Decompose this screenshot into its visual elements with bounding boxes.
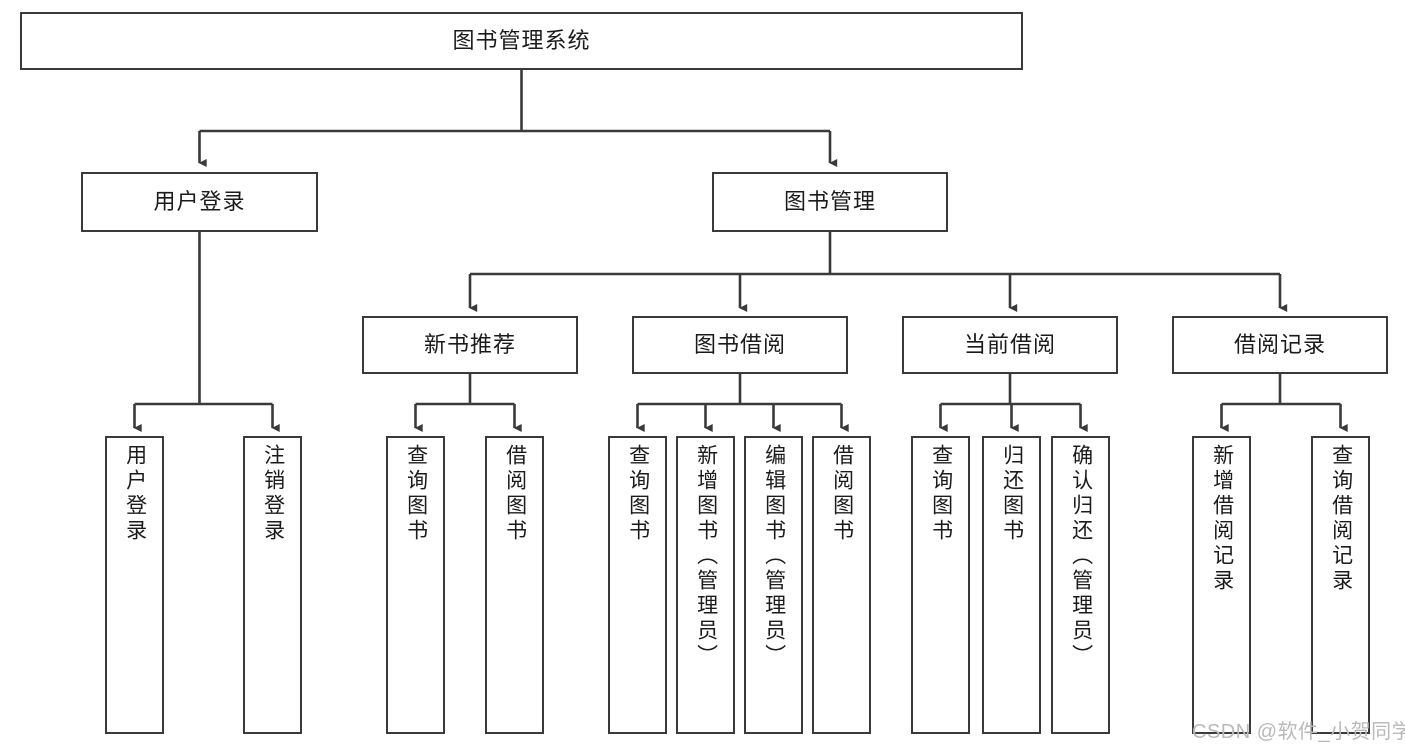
node-leaf-user-login[interactable]: 用户登录	[105, 436, 164, 734]
node-leaf-query-borrow-record[interactable]: 查询借阅记录	[1311, 436, 1370, 734]
node-leaf-add-borrow-record[interactable]: 新增借阅记录	[1192, 436, 1251, 734]
node-user-login[interactable]: 用户登录	[81, 172, 318, 232]
node-book-management[interactable]: 图书管理	[712, 172, 948, 232]
node-book-borrow[interactable]: 图书借阅	[632, 316, 848, 374]
node-book-management-system[interactable]: 图书管理系统	[20, 12, 1023, 70]
node-current-borrow[interactable]: 当前借阅	[902, 316, 1118, 374]
node-leaf-query-book-1[interactable]: 查询图书	[386, 436, 445, 734]
node-label: 查询图书	[404, 444, 428, 544]
node-label: 图书借阅	[693, 332, 786, 358]
node-leaf-borrow-book-2[interactable]: 借阅图书	[812, 436, 871, 734]
node-leaf-add-book-admin[interactable]: 新增图书（管理员）	[676, 436, 735, 734]
node-label: 借阅图书	[830, 444, 854, 544]
node-leaf-query-book-2[interactable]: 查询图书	[608, 436, 667, 734]
node-label: 当前借阅	[963, 332, 1056, 358]
node-label: 新增借阅记录	[1210, 444, 1234, 594]
node-new-book-recommend[interactable]: 新书推荐	[362, 316, 578, 374]
node-label: 确认归还（管理员）	[1069, 444, 1093, 669]
node-label: 用户登录	[123, 444, 147, 544]
node-label: 用户登录	[153, 189, 246, 215]
node-borrow-record[interactable]: 借阅记录	[1172, 316, 1388, 374]
node-leaf-edit-book-admin[interactable]: 编辑图书（管理员）	[744, 436, 803, 734]
node-label: 查询借阅记录	[1329, 444, 1353, 594]
node-label: 归还图书	[1000, 444, 1024, 544]
node-label: 新增图书（管理员）	[694, 444, 718, 669]
node-label: 借阅记录	[1233, 332, 1326, 358]
node-label: 注销登录	[261, 444, 285, 544]
node-leaf-borrow-book-1[interactable]: 借阅图书	[485, 436, 544, 734]
node-label: 查询图书	[929, 444, 953, 544]
node-label: 图书管理	[783, 189, 876, 215]
node-label: 借阅图书	[503, 444, 527, 544]
node-label: 编辑图书（管理员）	[762, 444, 786, 669]
node-label: 图书管理系统	[452, 28, 591, 54]
node-leaf-return-book[interactable]: 归还图书	[982, 436, 1041, 734]
node-leaf-confirm-return-admin[interactable]: 确认归还（管理员）	[1051, 436, 1110, 734]
node-leaf-query-book-3[interactable]: 查询图书	[911, 436, 970, 734]
node-label: 新书推荐	[423, 332, 516, 358]
node-label: 查询图书	[626, 444, 650, 544]
node-leaf-user-logout[interactable]: 注销登录	[243, 436, 302, 734]
